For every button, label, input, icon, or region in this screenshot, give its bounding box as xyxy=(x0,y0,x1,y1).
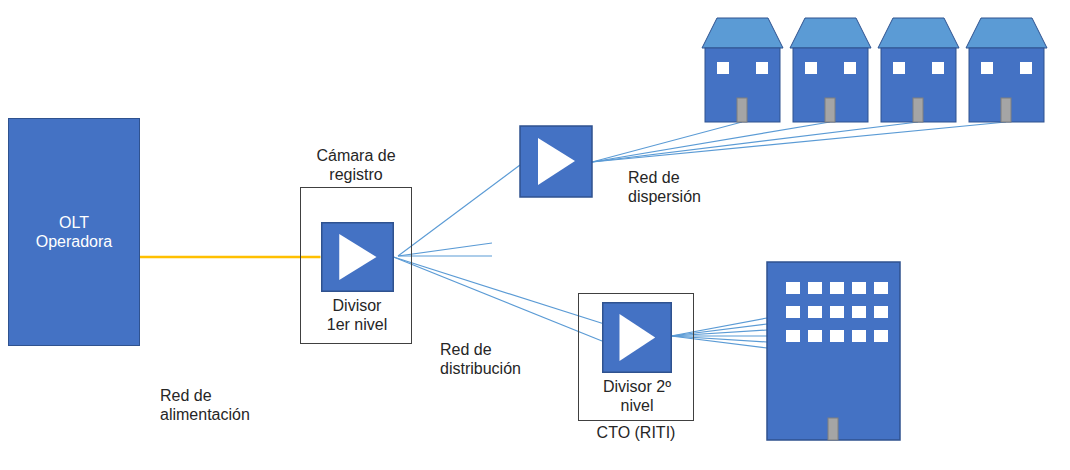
building-windows xyxy=(786,282,888,342)
fiber-line xyxy=(671,336,767,348)
fiber-line xyxy=(671,318,767,336)
building-window xyxy=(808,282,822,294)
house-roof xyxy=(702,18,783,48)
splitter-triangle xyxy=(339,234,376,280)
building-door xyxy=(828,418,838,440)
olt-box: OLT Operadora xyxy=(8,118,140,346)
building-window xyxy=(808,330,822,342)
house-roof xyxy=(878,18,959,48)
building-window xyxy=(852,282,866,294)
chamber-frame: Cámara de registroDivisor 1er nivel xyxy=(300,187,412,344)
house-body xyxy=(969,48,1044,122)
splitter-square xyxy=(603,303,672,373)
house-window xyxy=(844,62,856,74)
building-window xyxy=(874,282,888,294)
splitter-symbol xyxy=(321,222,394,292)
fiber-line xyxy=(671,324,767,336)
building-window xyxy=(852,330,866,342)
splitter-triangle xyxy=(538,138,575,185)
network-label: Red de alimentación xyxy=(160,386,285,424)
building-window xyxy=(830,330,844,342)
node-text: CTO (RITI) xyxy=(578,423,694,442)
network-label: Red de distribución xyxy=(440,340,565,378)
node-text: Cámara de registro xyxy=(300,146,412,184)
fiber-line xyxy=(592,122,1006,162)
fiber-line xyxy=(671,336,767,342)
house-body xyxy=(705,48,780,122)
splitter-square xyxy=(321,223,393,292)
building-window xyxy=(874,330,888,342)
house-window xyxy=(981,62,993,74)
house-window xyxy=(717,62,729,74)
house-window xyxy=(893,62,905,74)
network-label: Red de dispersión xyxy=(628,168,738,206)
house-door xyxy=(737,98,747,122)
building-window xyxy=(830,282,844,294)
building-window xyxy=(786,330,800,342)
building-window xyxy=(808,306,822,318)
feeder-fiber xyxy=(140,256,321,259)
cto-frame: CTO (RITI)Divisor 2º nivel xyxy=(578,293,694,421)
distribution-fiber xyxy=(394,257,603,323)
house-door xyxy=(1001,98,1011,122)
distribution-fiber xyxy=(394,257,603,341)
fiber-line xyxy=(671,330,767,336)
splitter-node: Divisor 1er nivel xyxy=(301,222,413,334)
splitter-node: Divisor 2º nivel xyxy=(579,302,695,415)
house-body xyxy=(881,48,956,122)
building-window xyxy=(852,306,866,318)
house-window xyxy=(756,62,768,74)
building-window xyxy=(786,306,800,318)
house-window xyxy=(805,62,817,74)
node-text: Divisor 2º nivel xyxy=(601,377,673,415)
house xyxy=(790,18,871,122)
house xyxy=(702,18,783,122)
fiber-line xyxy=(592,122,918,162)
house-roof xyxy=(966,18,1047,48)
fiber-line xyxy=(398,255,492,256)
fiber-line xyxy=(592,122,742,162)
fiber-line xyxy=(398,243,492,256)
house xyxy=(878,18,959,122)
house-roof xyxy=(790,18,871,48)
house-window xyxy=(1020,62,1032,74)
building-window xyxy=(874,306,888,318)
node-text: OLT Operadora xyxy=(22,213,126,251)
building xyxy=(767,262,900,440)
node-text: Divisor 1er nivel xyxy=(321,296,393,334)
building-window xyxy=(786,282,800,294)
house-window xyxy=(932,62,944,74)
house-body xyxy=(793,48,868,122)
house-door xyxy=(825,98,835,122)
fiber-line xyxy=(398,165,520,256)
house-door xyxy=(913,98,923,122)
splitter-symbol xyxy=(602,302,672,373)
house xyxy=(966,18,1047,122)
building-window xyxy=(830,306,844,318)
splitter-triangle xyxy=(620,314,656,361)
splitter-symbol xyxy=(520,126,592,197)
